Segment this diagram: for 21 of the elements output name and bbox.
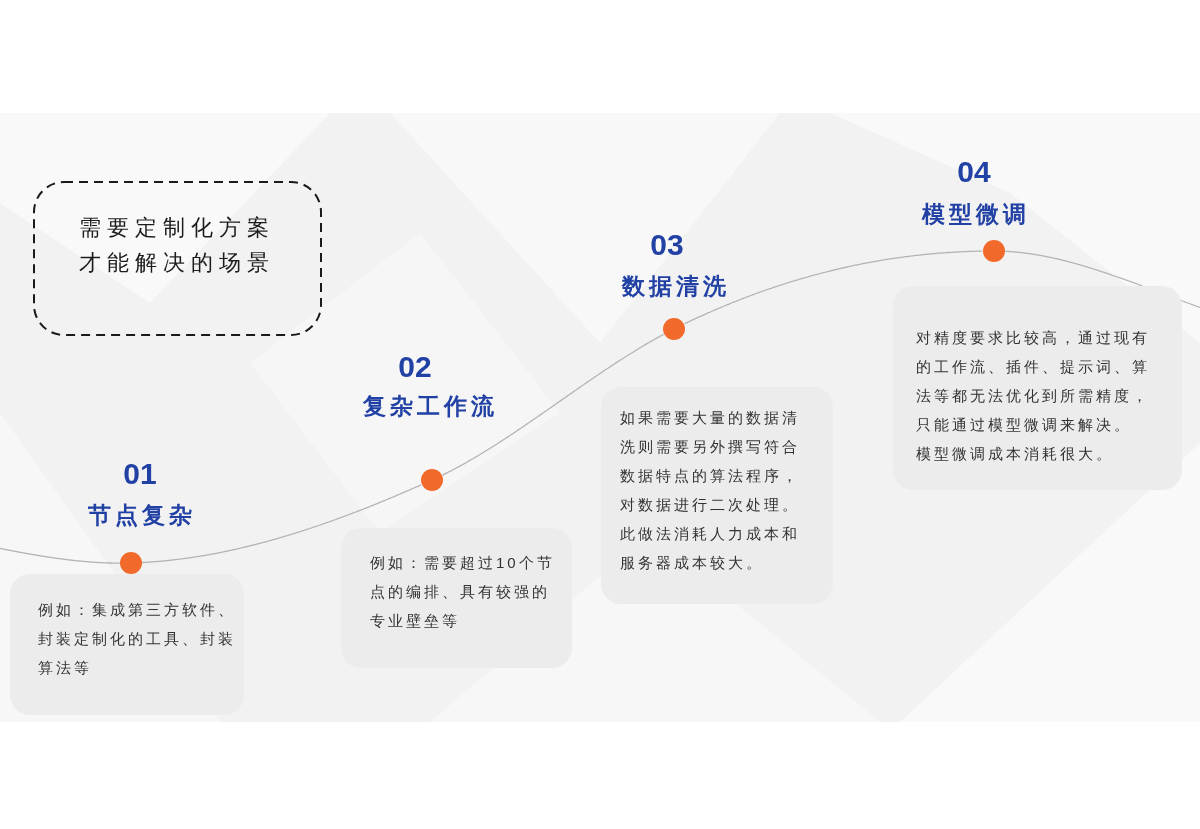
- card-text: 例如：集成第三方软件、封装定制化的工具、封装算法等: [38, 600, 237, 678]
- card-text: 模型微调成本消耗很大。: [916, 444, 1115, 464]
- step-number: 02: [398, 350, 432, 384]
- step-number: 01: [123, 457, 157, 491]
- info-card: [893, 286, 1182, 490]
- timeline-curve: [141, 484, 422, 564]
- step-number: 03: [650, 228, 684, 262]
- card-text: 对精度要求比较高，通过现有的工作流、插件、提示词、算法等都无法优化到所需精度，只能通过模型微调来解决。: [916, 328, 1151, 435]
- timeline-curve: [441, 333, 665, 476]
- note-text: 需要定制化方案才能解决的场景: [77, 214, 276, 277]
- step-number: 04: [957, 155, 991, 189]
- timeline-curve: [0, 547, 121, 564]
- card-text: 如果需要大量的数据清洗则需要另外撰写符合数据特点的算法程序，对数据进行二次处理。此做法消耗人力成本和服务器成本较大。: [620, 408, 801, 573]
- step-title: 数据清洗: [620, 272, 730, 301]
- step-title: 模型微调: [920, 200, 1030, 229]
- info-card: [10, 574, 244, 715]
- step-title: 复杂工作流: [361, 392, 498, 421]
- card-text: 例如：需要超过10个节点的编排、具有较强的专业壁垒等: [370, 553, 556, 631]
- step-title: 节点复杂: [87, 501, 196, 530]
- timeline-curve: [684, 250, 983, 325]
- dashed-note-box: [33, 181, 322, 336]
